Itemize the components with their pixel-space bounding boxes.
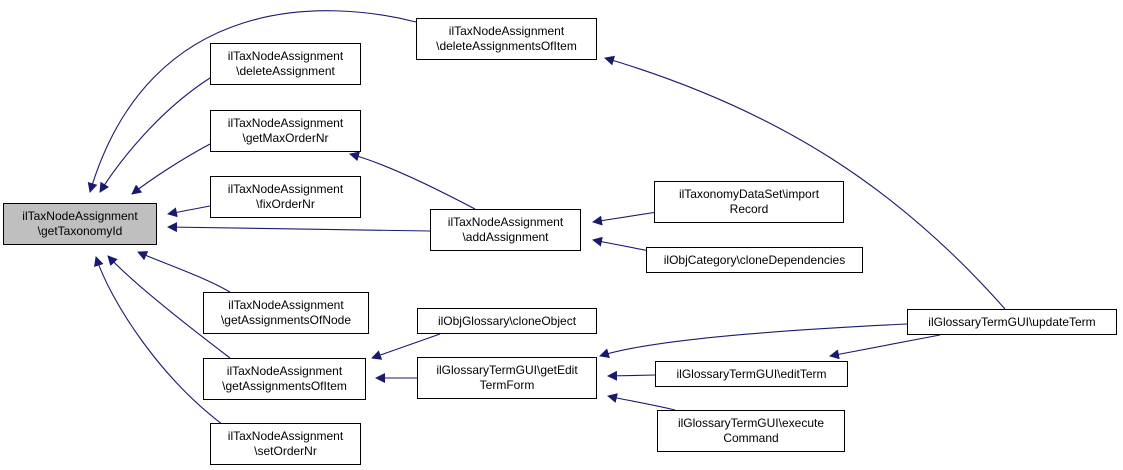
edge-addAssignment-to-getMaxOrderNr xyxy=(349,151,476,210)
edge-executeCommand-to-getEditTermForm xyxy=(607,393,676,411)
edge-updateTerm-to-getEditTermForm xyxy=(599,323,908,359)
edge-getAssignmentsOfItem-to-getTaxonomyId xyxy=(107,255,231,359)
node-get-max-order-nr[interactable]: ilTaxNodeAssignment \getMaxOrderNr xyxy=(210,110,361,152)
node-get-taxonomy-id[interactable]: ilTaxNodeAssignment \getTaxonomyId xyxy=(3,203,157,245)
node-update-term[interactable]: ilGlossaryTermGUI\updateTerm xyxy=(907,309,1117,335)
edge-getMaxOrderNr-to-getTaxonomyId xyxy=(131,143,211,195)
edge-getAssignmentsOfNode-to-getTaxonomyId xyxy=(137,251,231,293)
edge-deleteAssignmentsOfItem-to-getTaxonomyId xyxy=(87,10,417,193)
edge-updateTerm-to-deleteAssignmentsOfItem xyxy=(604,55,1006,310)
edge-importRecord-to-addAssignment xyxy=(592,210,665,226)
node-add-assignment[interactable]: ilTaxNodeAssignment \addAssignment xyxy=(430,209,581,251)
node-import-record[interactable]: ilTaxonomyDataSet\import Record xyxy=(654,181,844,223)
edge-cloneDependencies-to-addAssignment xyxy=(592,236,656,253)
node-get-edit-term-form[interactable]: ilGlossaryTermGUI\getEdit TermForm xyxy=(417,357,597,399)
edge-editTerm-to-getEditTermForm xyxy=(607,370,656,381)
node-get-assignments-of-item[interactable]: ilTaxNodeAssignment \getAssignmentsOfIte… xyxy=(203,358,366,400)
node-execute-command[interactable]: ilGlossaryTermGUI\execute Command xyxy=(657,410,845,452)
edge-fixOrderNr-to-getTaxonomyId xyxy=(167,205,211,218)
node-clone-dependencies[interactable]: ilObjCategory\cloneDependencies xyxy=(646,247,863,273)
edge-cloneObject-to-getAssignmentsOfItem xyxy=(371,333,441,360)
node-set-order-nr[interactable]: ilTaxNodeAssignment \setOrderNr xyxy=(210,423,361,465)
edge-setOrderNr-to-getTaxonomyId xyxy=(94,256,231,431)
node-delete-assignments-of-item[interactable]: ilTaxNodeAssignment \deleteAssignmentsOf… xyxy=(416,18,597,60)
node-edit-term[interactable]: ilGlossaryTermGUI\editTerm xyxy=(655,361,848,387)
node-delete-assignment[interactable]: ilTaxNodeAssignment \deleteAssignment xyxy=(210,43,361,85)
node-get-assignments-of-node[interactable]: ilTaxNodeAssignment \getAssignmentsOfNod… xyxy=(203,292,369,334)
edge-updateTerm-to-editTerm xyxy=(829,334,941,360)
node-clone-object[interactable]: ilObjGlossary\cloneObject xyxy=(417,308,597,334)
edge-addAssignment-to-getTaxonomyId xyxy=(167,222,431,233)
node-fix-order-nr[interactable]: ilTaxNodeAssignment \fixOrderNr xyxy=(210,176,361,218)
edge-deleteAssignment-to-getTaxonomyId xyxy=(99,77,211,193)
